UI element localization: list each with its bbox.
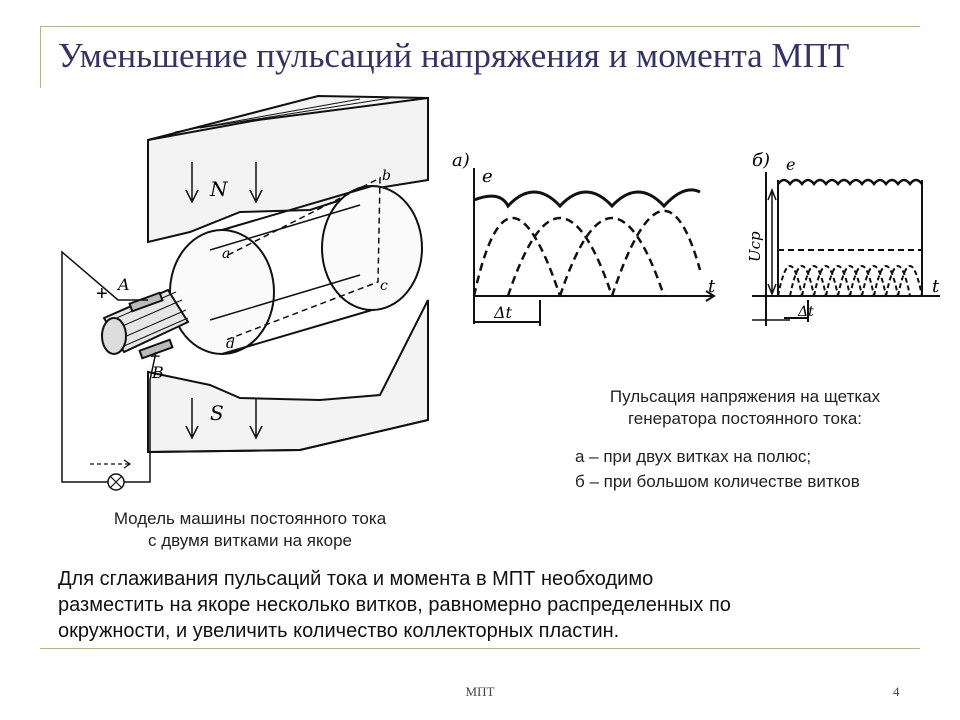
plot-b-delta-marker	[784, 300, 809, 322]
ripple-caption-item-b: б – при большом количестве витков	[575, 472, 860, 491]
plot-b-x-label: t	[932, 276, 940, 297]
plot-a-y-label: e	[482, 166, 493, 187]
plot-b-avg-arrow	[767, 187, 777, 297]
brush-b-label: B	[151, 363, 164, 382]
ripple-caption-line2: генератора постоянного тока:	[627, 409, 863, 428]
plot-b-top-ripple	[777, 178, 923, 187]
plot-a-envelope	[473, 188, 701, 209]
conclusion-line3: окружности, и увеличить количество колле…	[58, 620, 620, 642]
plot-b-y-label: e	[786, 155, 795, 174]
plot-a-x-label: t	[708, 276, 716, 297]
pole-bottom-label: S	[210, 401, 224, 425]
machine-caption: Модель машины постоянного тока с двумя в…	[40, 508, 460, 552]
plot-a-delta-marker	[474, 300, 541, 326]
coil-a-label: a	[222, 246, 230, 262]
ripple-caption-line1: Пульсация напряжения на щетках	[609, 387, 881, 406]
plot-b-panel-label: б)	[752, 150, 770, 171]
ripple-caption-item-a: а – при двух витках на полюс;	[575, 447, 812, 466]
page-number: 4	[893, 684, 900, 699]
ripple-caption: Пульсация напряжения на щетках генератор…	[535, 386, 955, 430]
machine-caption-line2: с двумя витками на якоре	[148, 531, 352, 550]
conclusion-text: Для сглаживания пульсаций тока и момента…	[58, 566, 918, 644]
pole-top-label: N	[209, 177, 229, 201]
coil-b-label: b	[382, 168, 391, 184]
conclusion-line2: разместить на якоре несколько витков, ра…	[58, 594, 731, 616]
plot-b-avg-label: Uср	[746, 231, 764, 262]
coil-d-label: d	[226, 336, 235, 352]
machine-caption-line1: Модель машины постоянного тока	[113, 509, 387, 528]
plus-sign: +	[96, 283, 108, 305]
brush-a-label: A	[116, 275, 130, 294]
plot-a-panel-label: а)	[452, 150, 470, 171]
plot-a-dashed-arcs	[472, 209, 702, 297]
plot-a-delta-label: Δt	[493, 303, 513, 322]
slide-title: Уменьшение пульсаций напряжения и момент…	[58, 36, 850, 75]
coil-c-label: c	[380, 278, 388, 294]
minus-sign: −	[150, 346, 161, 366]
conclusion-line1: Для сглаживания пульсаций тока и момента…	[58, 568, 654, 590]
slide-frame-left-line	[40, 26, 41, 88]
plot-b-delta-label: Δt	[797, 304, 814, 320]
slide-frame-top-line	[40, 26, 920, 27]
plot-b-bottom-mesh	[777, 265, 923, 297]
slide-footer: МПТ	[465, 684, 495, 699]
slide-frame-bottom-line	[40, 648, 920, 649]
